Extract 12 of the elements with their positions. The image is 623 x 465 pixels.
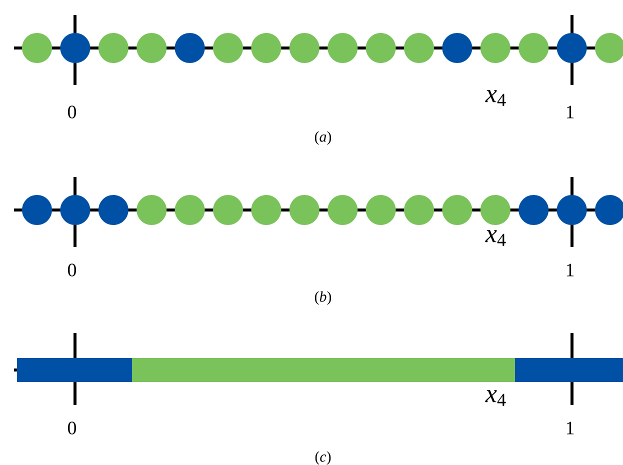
- variable-label: x$_{4}$: [485, 230, 506, 246]
- variable-label: x$_{4}$: [485, 90, 506, 106]
- axis-label: 1: [566, 422, 574, 434]
- axis-label: 0: [68, 422, 76, 434]
- panel-caption: (c): [315, 451, 331, 465]
- axis-label: 1: [566, 106, 574, 118]
- panel-caption: (a): [314, 131, 332, 145]
- axis-label: 1: [566, 264, 574, 276]
- axis-label: 0: [68, 264, 76, 276]
- panel-caption: (b): [314, 291, 332, 305]
- axis-label: 0: [68, 106, 76, 118]
- variable-label: x$_{4}$: [485, 390, 506, 406]
